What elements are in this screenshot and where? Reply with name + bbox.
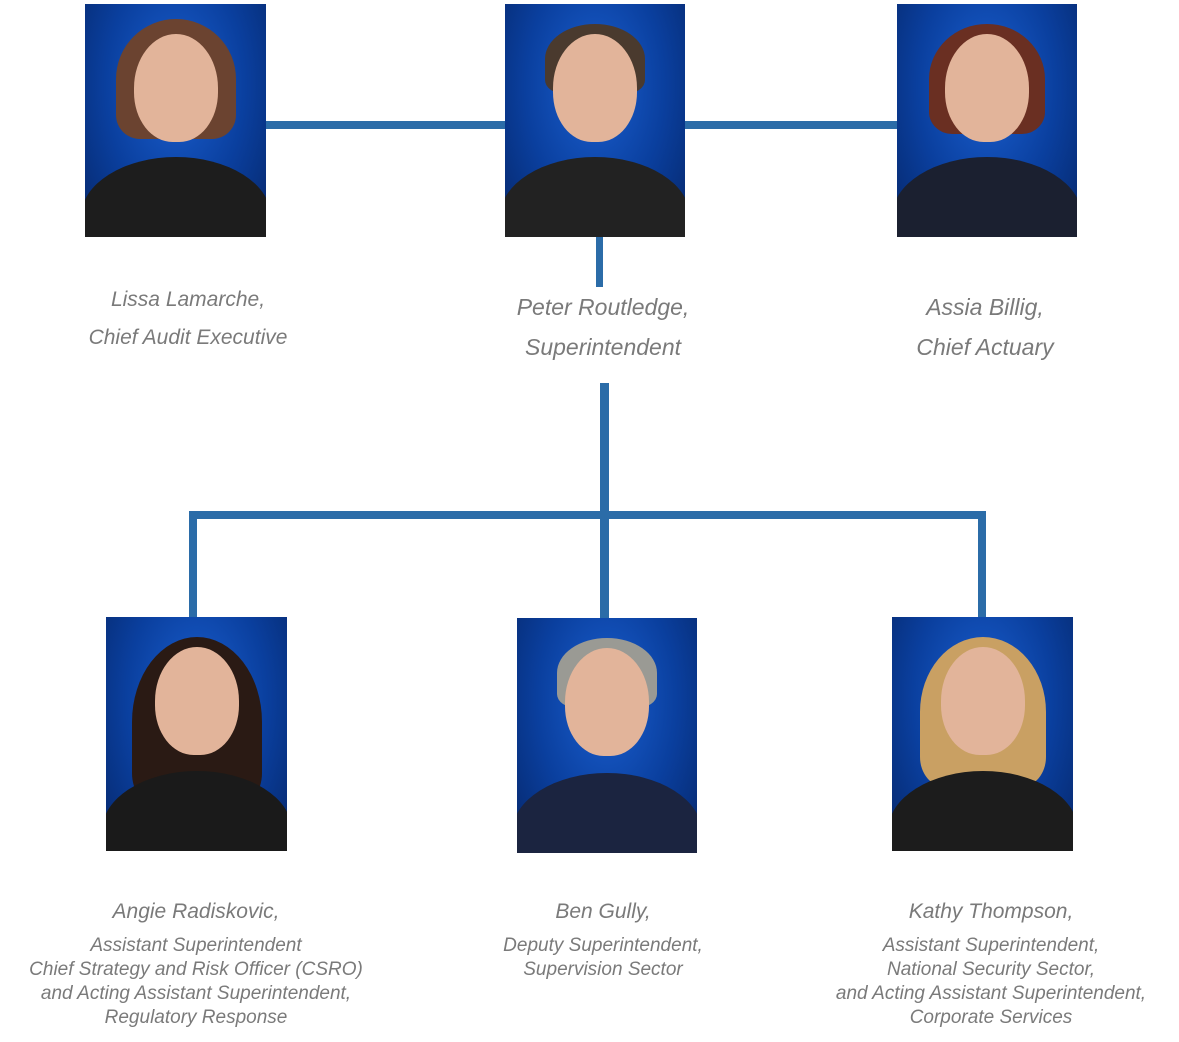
label-peter-routledge: Peter Routledge, Superintendent — [517, 294, 690, 359]
person-title-line: Chief Strategy and Risk Officer (CSRO) — [29, 959, 363, 980]
person-title: Chief Audit Executive — [88, 326, 288, 349]
person-name: Ben Gully, — [555, 900, 651, 923]
connector-lissa-peter — [266, 121, 505, 129]
connector-branch-angie — [189, 511, 197, 617]
photo-lissa-lamarche — [85, 4, 266, 237]
person-title-line: National Security Sector, — [886, 959, 1096, 980]
photo-assia-billig — [897, 4, 1077, 237]
person-title: Superintendent — [524, 334, 681, 360]
person-title-line: Regulatory Response — [104, 1007, 288, 1028]
photo-ben-gully — [517, 618, 697, 853]
person-title-line: and Acting Assistant Superintendent, — [835, 983, 1147, 1004]
person-title: Chief Actuary — [916, 334, 1054, 360]
connector-peter-assia — [685, 121, 897, 129]
person-title-line: Deputy Superintendent, — [503, 935, 703, 956]
connector-peter-down — [596, 237, 603, 287]
person-name: Lissa Lamarche, — [110, 288, 266, 311]
connector-trunk — [600, 383, 609, 618]
photo-kathy-thompson — [892, 617, 1073, 851]
label-assia-billig: Assia Billig, Chief Actuary — [916, 294, 1053, 359]
label-ben-gully: Ben Gully, Deputy Superintendent, Superv… — [503, 900, 703, 982]
label-lissa-lamarche: Lissa Lamarche, Chief Audit Executive — [89, 288, 288, 350]
person-name: Kathy Thompson, — [908, 900, 1074, 923]
photo-peter-routledge — [505, 4, 685, 237]
person-name: Assia Billig, — [926, 294, 1044, 320]
connector-branch-kathy — [978, 511, 986, 617]
person-title-line: Corporate Services — [909, 1007, 1073, 1028]
person-title-line: and Acting Assistant Superintendent, — [40, 983, 352, 1004]
person-title-line: Assistant Superintendent, — [882, 935, 1100, 956]
person-title-line: Supervision Sector — [523, 959, 683, 980]
label-angie-radiskovic: Angie Radiskovic, Assistant Superintende… — [29, 900, 363, 1030]
person-title-line: Assistant Superintendent — [90, 935, 302, 956]
person-name: Peter Routledge, — [516, 294, 690, 320]
person-name: Angie Radiskovic, — [112, 900, 280, 923]
photo-angie-radiskovic — [106, 617, 287, 851]
connector-branch-horizontal — [189, 511, 986, 519]
label-kathy-thompson: Kathy Thompson, Assistant Superintendent… — [836, 900, 1146, 1030]
